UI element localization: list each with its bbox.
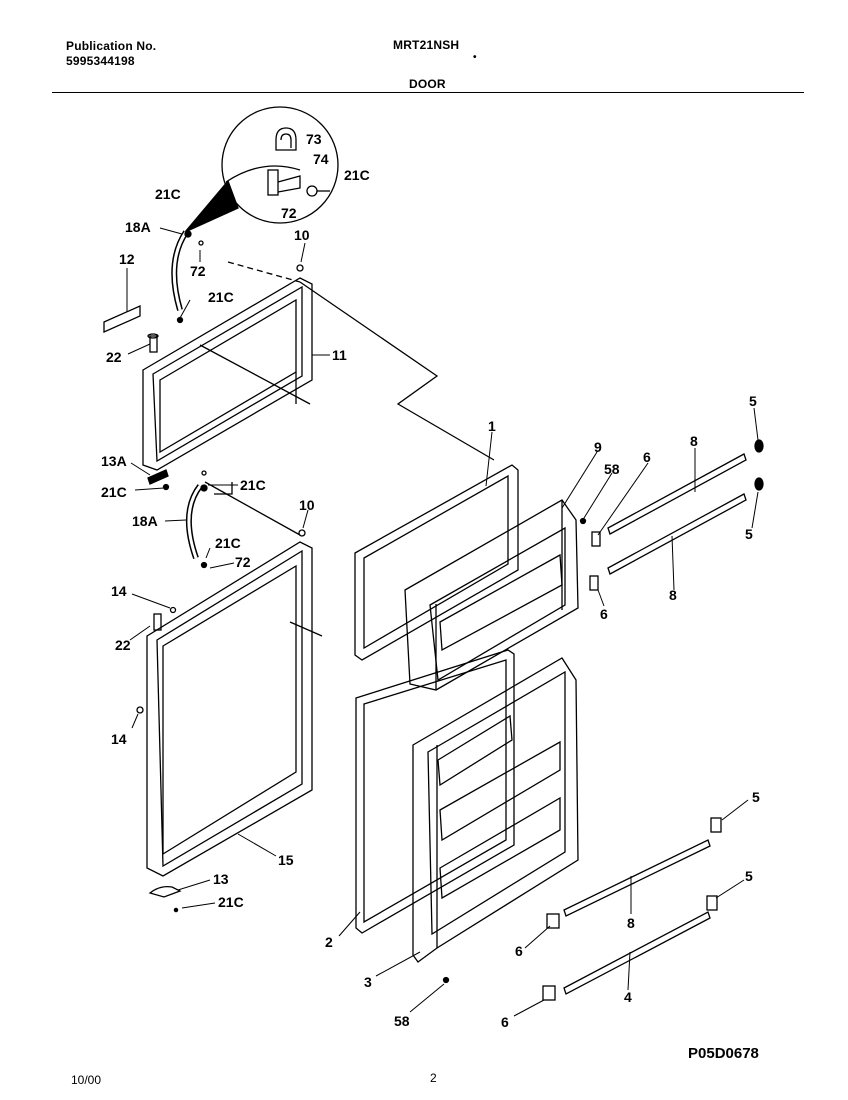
publication-date: 10/00 <box>71 1073 102 1087</box>
callout-21c: 21C <box>240 477 266 493</box>
callout-21c: 21C <box>344 167 370 183</box>
section-title: DOOR <box>409 77 446 91</box>
callout-14: 14 <box>111 731 127 747</box>
callout-8: 8 <box>627 915 635 931</box>
callout-labels: 73 74 21C 72 21C 18A 72 10 12 21C 22 11 … <box>101 131 760 1030</box>
callout-6: 6 <box>501 1014 509 1030</box>
leader-lines <box>126 227 759 1017</box>
alignment-lines <box>199 281 495 536</box>
publication-label: Publication No. <box>66 39 157 53</box>
publication-number: 5995344198 <box>66 54 135 68</box>
header-rule <box>52 92 804 93</box>
callout-21c: 21C <box>208 289 234 305</box>
callout-18a: 18A <box>132 513 158 529</box>
lower-handle <box>185 484 208 569</box>
callout-21c: 21C <box>101 484 127 500</box>
callout-8: 8 <box>669 587 677 603</box>
callout-14: 14 <box>111 583 127 599</box>
callout-22: 22 <box>115 637 131 653</box>
callout-10: 10 <box>299 497 315 513</box>
detail-magnifier <box>184 106 339 233</box>
fresh-food-door <box>412 657 579 963</box>
callout-72: 72 <box>190 263 206 279</box>
fresh-food-door-liner <box>136 529 323 877</box>
model-number: MRT21NSH <box>393 38 460 52</box>
callout-5: 5 <box>752 789 760 805</box>
callout-1: 1 <box>488 418 496 434</box>
callout-10: 10 <box>294 227 310 243</box>
callout-72: 72 <box>235 554 251 570</box>
callout-2: 2 <box>325 934 333 950</box>
callout-22: 22 <box>106 349 122 365</box>
callout-18a: 18A <box>125 219 151 235</box>
callout-8: 8 <box>690 433 698 449</box>
fresh-food-gasket <box>355 649 515 934</box>
callout-6: 6 <box>643 449 651 465</box>
callout-6: 6 <box>515 943 523 959</box>
upper-handle <box>171 230 204 324</box>
callout-21c: 21C <box>215 535 241 551</box>
shelf-bars <box>563 453 747 995</box>
callout-5: 5 <box>749 393 757 409</box>
header-dot: • <box>473 52 477 63</box>
trim-strip <box>103 304 141 334</box>
callout-21c: 21C <box>155 186 181 202</box>
callout-15: 15 <box>278 852 294 868</box>
callout-5: 5 <box>745 868 753 884</box>
bar-end-caps <box>442 439 764 1001</box>
callout-74: 74 <box>313 151 329 167</box>
page-number: 2 <box>430 1071 437 1085</box>
callout-13a: 13A <box>101 453 127 469</box>
freezer-gasket <box>354 464 519 661</box>
callout-21c: 21C <box>218 894 244 910</box>
freezer-door-liner <box>142 261 313 471</box>
callout-58: 58 <box>604 461 620 477</box>
bottom-hinge <box>148 885 182 898</box>
freezer-door <box>404 499 579 691</box>
callout-9: 9 <box>594 439 602 455</box>
callout-13: 13 <box>213 871 229 887</box>
callout-72: 72 <box>281 205 297 221</box>
callout-4: 4 <box>624 989 632 1005</box>
callout-11: 11 <box>332 347 347 363</box>
callout-58: 58 <box>394 1013 410 1029</box>
callout-12: 12 <box>119 251 135 267</box>
callout-6: 6 <box>600 606 608 622</box>
callout-3: 3 <box>364 974 372 990</box>
callout-73: 73 <box>306 131 322 147</box>
figure-number: P05D0678 <box>688 1045 759 1062</box>
callout-5: 5 <box>745 526 753 542</box>
small-parts-upper <box>147 333 207 491</box>
